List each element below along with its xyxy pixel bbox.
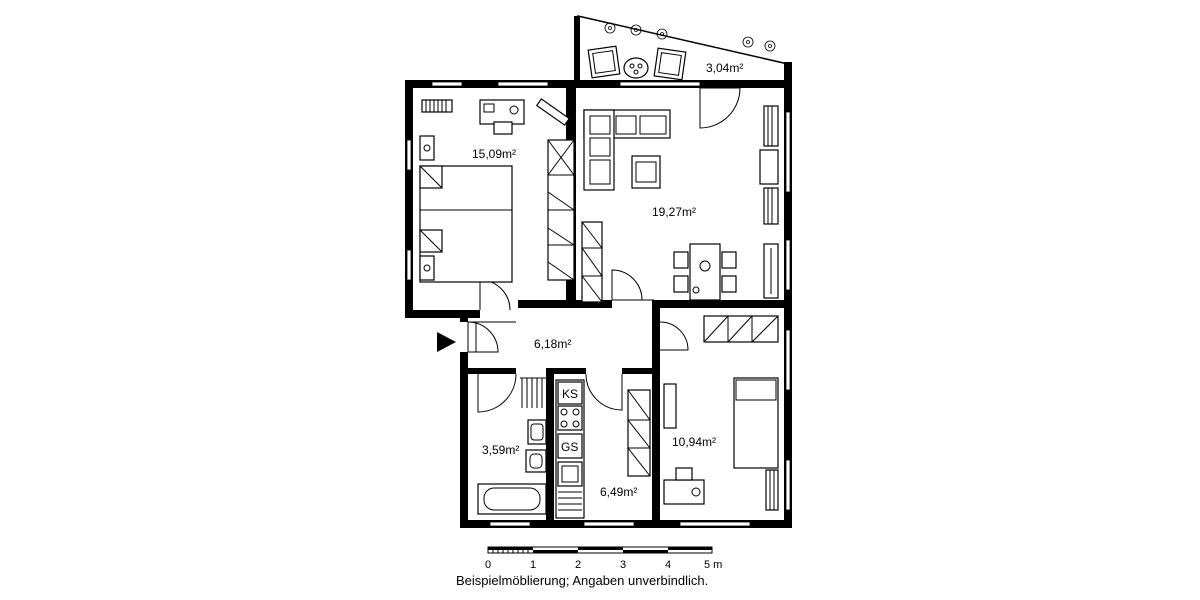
- disclaimer-note: Beispielmöblierung; Angaben unverbindlic…: [456, 573, 708, 588]
- doors: [467, 87, 741, 413]
- room-furniture: 10,94m²: [663, 315, 779, 511]
- balcony-area-label: 3,04m²: [706, 61, 743, 75]
- living-room-furniture: 19,27m²: [581, 105, 779, 303]
- scale-tick-2: 2: [575, 559, 581, 571]
- entrance-arrow-icon: [437, 332, 456, 352]
- scale-tick-5: 5 m: [704, 559, 722, 571]
- coat-rack: [520, 377, 550, 408]
- scale-tick-3: 3: [620, 559, 626, 571]
- scale-tick-1: 1: [530, 559, 536, 571]
- kitchen-area-label: 6,49m²: [600, 485, 637, 499]
- living-area-label: 19,27m²: [652, 205, 696, 219]
- kitchen-furniture: KS GS 6,49m²: [555, 379, 651, 519]
- bath-area-label: 3,59m²: [482, 443, 519, 457]
- balcony: 3,04m²: [574, 15, 792, 88]
- scale-tick-0: 0: [485, 559, 491, 571]
- hall-area-label: 6,18m²: [534, 337, 571, 351]
- hall: 6,18m²: [520, 337, 571, 408]
- bedroom-furniture: 15,09m²: [419, 98, 575, 283]
- bedroom-area-label: 15,09m²: [472, 147, 516, 161]
- room-area-label: 10,94m²: [672, 435, 716, 449]
- plant-icon: [604, 22, 776, 52]
- dishwasher-label: GS: [561, 440, 578, 454]
- fridge-label: KS: [562, 387, 578, 401]
- scale-bar: 0 1 2 3 4 5 m: [485, 546, 722, 571]
- balcony-chairs: [587, 45, 687, 81]
- scale-tick-4: 4: [665, 559, 671, 571]
- bathroom-furniture: 3,59m²: [477, 419, 547, 515]
